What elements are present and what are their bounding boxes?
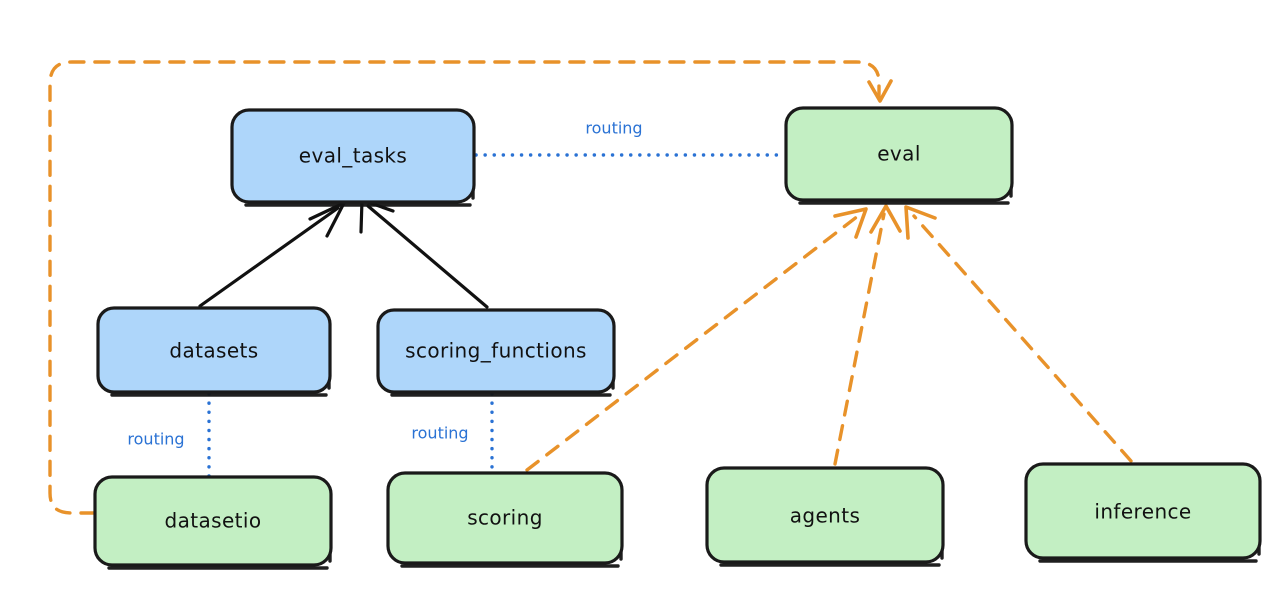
edge-label-routing-datasetio: routing xyxy=(127,430,184,449)
node-label-agents: agents xyxy=(790,504,861,528)
edge-datasetio-eval[interactable] xyxy=(48,60,893,515)
node-group: eval_tasks eval datasets scoring_functio… xyxy=(93,106,1262,570)
edge-scoring-eval[interactable] xyxy=(525,207,868,472)
node-eval_tasks[interactable]: eval_tasks xyxy=(230,108,476,207)
edge-group-routing xyxy=(207,153,786,479)
edge-label-group: routing routing routing xyxy=(127,119,642,449)
edge-agents-eval[interactable] xyxy=(833,204,902,466)
node-agents[interactable]: agents xyxy=(705,466,945,567)
edge-datasets-eval_tasks[interactable] xyxy=(198,201,346,308)
edge-group-solid xyxy=(198,198,489,309)
node-datasets[interactable]: datasets xyxy=(96,306,332,397)
edge-label-routing-eval: routing xyxy=(585,119,642,138)
node-label-eval_tasks: eval_tasks xyxy=(299,144,407,168)
node-label-datasets: datasets xyxy=(169,339,258,363)
edge-inference-eval[interactable] xyxy=(904,205,1133,463)
node-label-datasetio: datasetio xyxy=(164,509,261,533)
node-label-scoring: scoring xyxy=(467,506,543,530)
node-label-eval: eval xyxy=(877,142,921,166)
edge-label-routing-scoring: routing xyxy=(411,424,468,443)
node-scoring_functions[interactable]: scoring_functions xyxy=(376,308,616,397)
edge-scoring_functions-eval_tasks[interactable] xyxy=(359,198,489,309)
node-scoring[interactable]: scoring xyxy=(386,471,624,568)
node-eval[interactable]: eval xyxy=(784,106,1014,205)
node-inference[interactable]: inference xyxy=(1024,462,1262,563)
node-datasetio[interactable]: datasetio xyxy=(93,475,333,570)
node-label-inference: inference xyxy=(1094,500,1191,524)
node-label-scoring_functions: scoring_functions xyxy=(405,339,587,363)
edge-group-dependency xyxy=(48,60,1133,515)
